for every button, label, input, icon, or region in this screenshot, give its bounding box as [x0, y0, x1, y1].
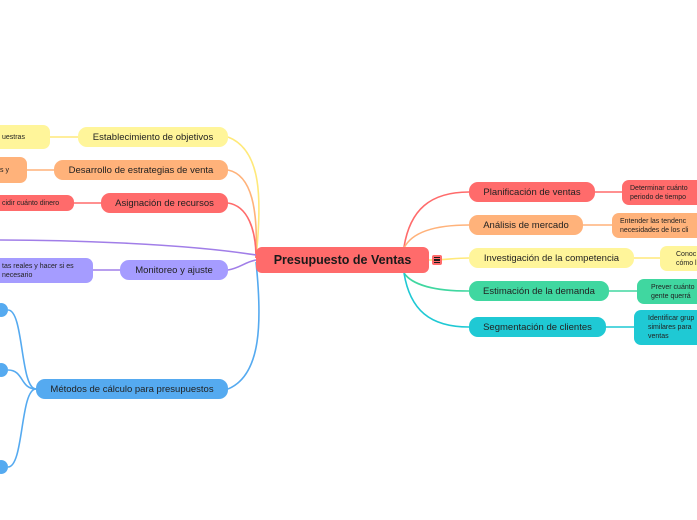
topic-planificacion-ventas[interactable]: Planificación de ventas	[469, 182, 595, 202]
subtopic-segmentacion[interactable]: Identificar grup similares para ventas	[634, 310, 697, 345]
connector-monitoreo	[227, 259, 257, 271]
subtopic-estimacion[interactable]: Prever cuánto gente querrá	[637, 279, 697, 304]
subtopic-estrategias[interactable]: s y	[0, 157, 27, 183]
subtopic-planificacion[interactable]: Determinar cuánto periodo de tiempo	[622, 180, 697, 205]
central-topic[interactable]: Presupuesto de Ventas	[256, 247, 429, 273]
connector-leaf-metodos-3	[7, 388, 37, 468]
subtopic-analisis[interactable]: Entender las tendenc necesidades de los …	[612, 213, 697, 238]
connector-planificacion	[403, 191, 470, 248]
connector-offscreen	[0, 239, 257, 256]
topic-segmentacion-clientes[interactable]: Segmentación de clientes	[469, 317, 606, 337]
topic-analisis-mercado[interactable]: Análisis de mercado	[469, 215, 583, 235]
subtopic-establecimiento[interactable]: uestras	[0, 125, 50, 149]
connector-metodos	[227, 261, 260, 390]
topic-metodos-calculo[interactable]: Métodos de cálculo para presupuestos	[36, 379, 228, 399]
topic-establecimiento-objetivos[interactable]: Establecimiento de objetivos	[78, 127, 228, 147]
connector-estimacion	[403, 272, 470, 292]
menu-icon[interactable]	[432, 255, 442, 265]
connector-establecimiento	[227, 136, 260, 259]
topic-estimacion-demanda[interactable]: Estimación de la demanda	[469, 281, 609, 301]
connector-segmentacion	[403, 272, 470, 328]
topic-monitoreo-ajuste[interactable]: Monitoreo y ajuste	[120, 260, 228, 280]
method-node-2[interactable]	[0, 363, 8, 377]
topic-asignacion-recursos[interactable]: Asignación de recursos	[101, 193, 228, 213]
topic-desarrollo-estrategias[interactable]: Desarrollo de estrategias de venta	[54, 160, 228, 180]
subtopic-investigacion[interactable]: Conoc cómo l	[660, 246, 697, 271]
connector-recursos	[227, 202, 257, 259]
connector-analisis	[403, 224, 470, 249]
subtopic-monitoreo[interactable]: tas reales y hacer si es necesario	[0, 258, 93, 283]
connector-leaf-metodos-1	[7, 309, 37, 390]
method-node-3[interactable]	[0, 460, 8, 474]
connector-estrategias	[227, 169, 258, 259]
central-topic-label: Presupuesto de Ventas	[273, 253, 412, 267]
topic-investigacion-competencia[interactable]: Investigación de la competencia	[469, 248, 634, 268]
method-node-1[interactable]	[0, 303, 8, 317]
subtopic-recursos[interactable]: cidir cuánto dinero	[0, 195, 74, 211]
connector-leaf-metodos-2	[7, 369, 37, 390]
